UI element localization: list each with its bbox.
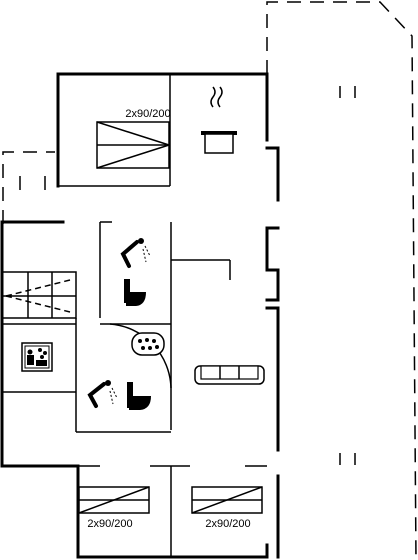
sauna-icon	[21, 342, 53, 372]
toilet-icon	[124, 279, 146, 306]
bed-label-top: 2x90/200	[125, 108, 170, 120]
stairs-icon	[1, 271, 77, 319]
stove-pot-icon	[201, 86, 237, 154]
shower-icon	[87, 380, 118, 408]
bed-icon	[191, 486, 263, 514]
shower-icon	[120, 238, 151, 268]
bed-icon	[96, 121, 170, 169]
whirlpool-icon	[131, 332, 165, 356]
sofa-icon	[194, 365, 265, 385]
bed-icon	[78, 486, 150, 514]
bed-label-bottom-left: 2x90/200	[87, 518, 132, 530]
interior-walls	[2, 74, 267, 557]
bed-label-bottom-right: 2x90/200	[205, 518, 250, 530]
exterior-walls	[0, 72, 280, 559]
toilet-icon	[127, 382, 151, 410]
